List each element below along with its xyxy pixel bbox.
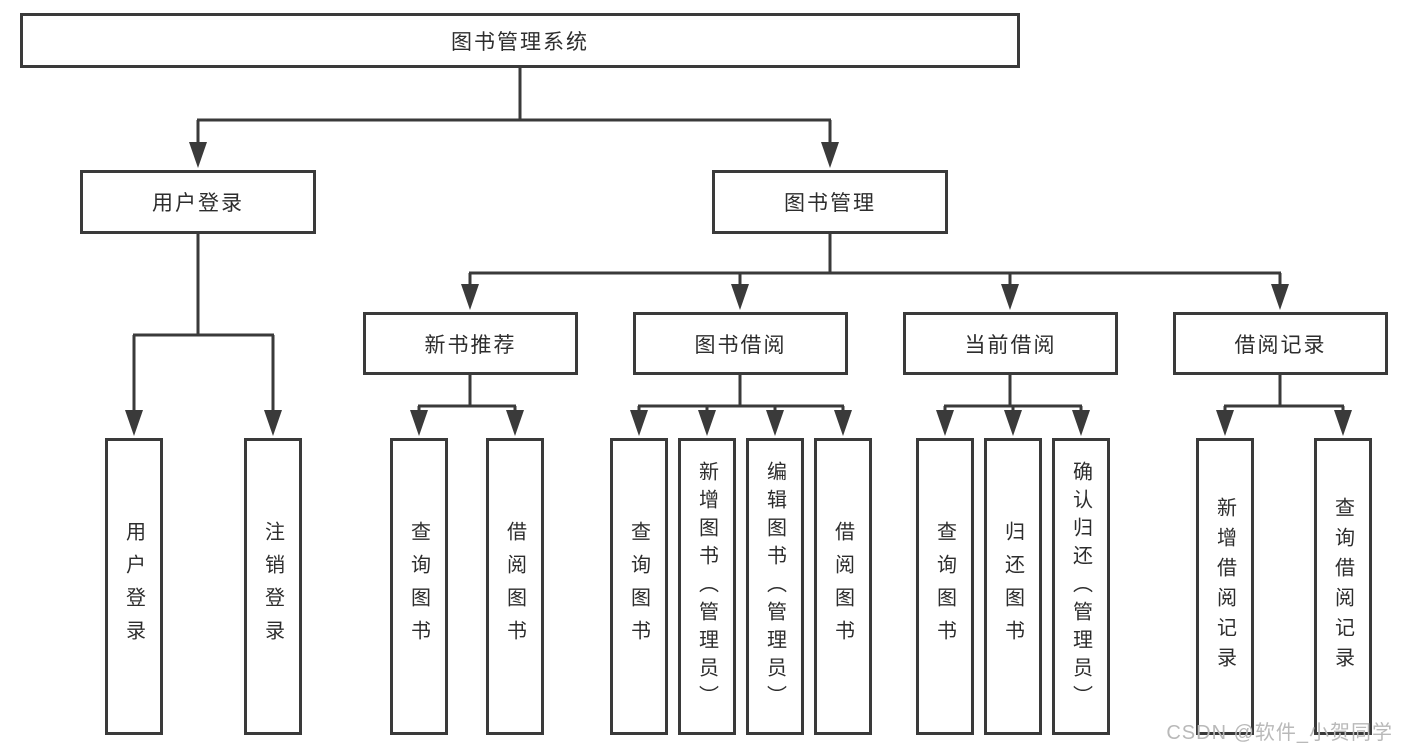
node-user-login: 用户登录 (80, 170, 316, 234)
leaf-query-books-borrow: 查询图书 (610, 438, 668, 735)
leaf-add-books-admin: 新增图书（管理员） (678, 438, 736, 735)
node-current-borrow: 当前借阅 (903, 312, 1118, 375)
node-borrow-records: 借阅记录 (1173, 312, 1388, 375)
leaf-query-borrow-record: 查询借阅记录 (1314, 438, 1372, 735)
leaf-add-borrow-record: 新增借阅记录 (1196, 438, 1254, 735)
leaf-confirm-return-admin: 确认归还（管理员） (1052, 438, 1110, 735)
arrowheads (125, 142, 1352, 436)
leaf-query-books-recommend: 查询图书 (390, 438, 448, 735)
leaf-logout: 注销登录 (244, 438, 302, 735)
node-book-borrow: 图书借阅 (633, 312, 848, 375)
leaf-user-login: 用户登录 (105, 438, 163, 735)
leaf-borrow-books-recommend: 借阅图书 (486, 438, 544, 735)
node-root: 图书管理系统 (20, 13, 1020, 68)
leaf-return-books: 归还图书 (984, 438, 1042, 735)
leaf-borrow-books: 借阅图书 (814, 438, 872, 735)
csdn-watermark: CSDN @软件_小贺同学 (1166, 722, 1393, 744)
leaf-query-books-current: 查询图书 (916, 438, 974, 735)
node-book-management: 图书管理 (712, 170, 948, 234)
node-new-book-recommend: 新书推荐 (363, 312, 578, 375)
leaf-edit-books-admin: 编辑图书（管理员） (746, 438, 804, 735)
